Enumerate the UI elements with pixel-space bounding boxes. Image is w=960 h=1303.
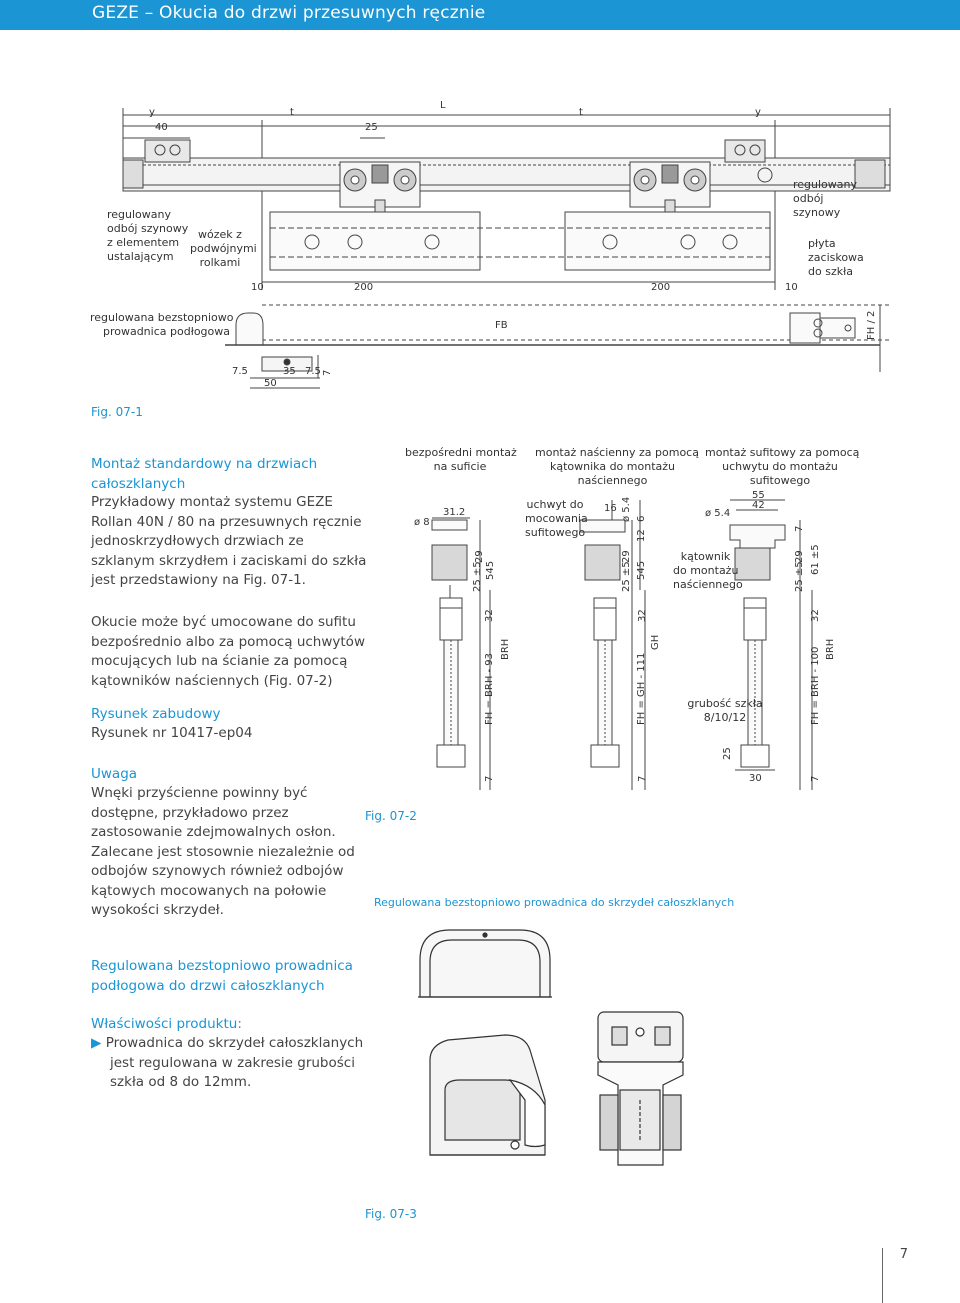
page-number: 7 <box>899 1247 908 1262</box>
dim-phi5_4b: ø 5.4 <box>705 508 731 519</box>
dim-y-left: y <box>149 107 155 118</box>
dim-42: 42 <box>752 500 765 511</box>
dim-L: L <box>440 100 446 111</box>
page-header: GEZE – Okucia do drzwi przesuwnych ręczn… <box>0 0 960 30</box>
dim-t-right: t <box>579 107 583 118</box>
note-title: Uwaga <box>91 766 138 782</box>
dim-7_5-right: 7.5 <box>305 366 321 377</box>
dim-55: 55 <box>752 490 765 501</box>
dim-200-left: 200 <box>354 282 374 293</box>
dim-t-left: t <box>290 107 294 118</box>
dim-30: 30 <box>749 773 762 784</box>
dim-10-right: 10 <box>785 282 798 293</box>
bullet-arrow-icon: ▶ <box>91 1035 102 1051</box>
props-title: Właściwości produktu: <box>91 1016 242 1032</box>
dim-35: 35 <box>283 366 296 377</box>
page-title: GEZE – Okucia do drzwi przesuwnych ręczn… <box>92 3 486 23</box>
fig-07-2-caption: Fig. 07-2 <box>365 809 417 823</box>
dim-7_5-left: 7.5 <box>232 366 248 377</box>
fig-07-3-caption: Fig. 07-3 <box>365 1207 417 1221</box>
dim-16: 16 <box>604 503 617 514</box>
page-number-rule <box>882 1248 883 1303</box>
dim-y-right: y <box>755 107 761 118</box>
fig-07-1-caption: Fig. 07-1 <box>91 405 143 419</box>
props-body: ▶ Prowadnica do skrzydeł całoszklanych j… <box>91 1035 364 1090</box>
drawing-title: Rysunek zabudowy <box>91 706 221 722</box>
dim-200-right: 200 <box>651 282 671 293</box>
dim-40: 40 <box>155 122 168 133</box>
drawing-number: Rysunek nr 10417-ep04 <box>91 725 253 741</box>
dim-25: 25 <box>365 122 378 133</box>
dim-10-left: 10 <box>251 282 264 293</box>
fig-07-3-title: Regulowana bezstopniowo prowadnica do sk… <box>374 896 735 909</box>
dim-FB: FB <box>495 320 508 331</box>
dim-31_2: 31.2 <box>443 507 466 518</box>
dim-50: 50 <box>264 378 277 389</box>
dim-phi8: ø 8 <box>414 517 430 528</box>
